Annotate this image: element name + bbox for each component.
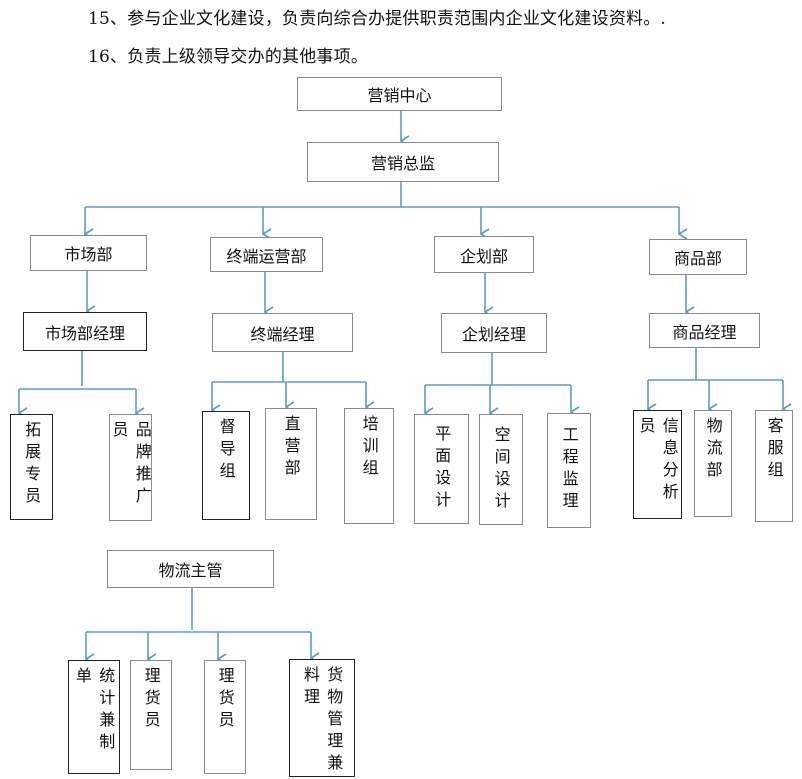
manager-box-terminal: 终端经理 [212,313,353,352]
director-label: 营销总监 [370,154,435,173]
staff-label: 培训组 [359,415,379,481]
logistics-staff-label: 理货员 [215,667,235,733]
staff-label: 平面设计 [432,425,452,513]
staff-box: 信息分析员 [633,410,682,519]
logistics-manager-label: 物流主管 [158,561,223,580]
dept-label: 市场部 [64,245,113,264]
paragraph-item-15: 15、参与企业文化建设，负责向综合办提供职责范围内企业文化建设资料。. [88,9,667,29]
manager-label: 商品经理 [672,322,737,342]
manager-box-market: 市场部经理 [23,312,147,351]
dept-box-market: 市场部 [30,235,147,271]
logistics-manager-box: 物流主管 [107,550,274,588]
staff-label: 直营部 [281,415,301,481]
logistics-staff-box: 理货员 [130,660,172,770]
staff-box: 督导组 [202,411,250,520]
center-box: 营销中心 [297,77,502,111]
dept-label: 商品部 [673,249,722,268]
staff-label: 物流部 [703,417,723,483]
manager-label: 市场部经理 [44,323,125,343]
dept-label: 企划部 [459,246,508,266]
logistics-staff-label: 货物管理兼料理 [301,666,344,776]
staff-label: 工程监理 [559,426,579,514]
logistics-staff-box: 统计兼制单 [68,660,120,774]
staff-box: 平面设计 [414,414,469,524]
staff-box: 直营部 [265,408,317,520]
staff-box: 拓展专员 [10,414,53,520]
manager-box-goods: 商品经理 [649,313,760,348]
staff-box: 工程监理 [547,413,591,528]
manager-label: 企划经理 [461,325,526,344]
manager-box-planning: 企划经理 [441,313,547,353]
staff-label: 空间设计 [491,425,511,514]
staff-label: 拓展专员 [22,421,42,509]
staff-label: 品牌推广员 [109,421,152,509]
manager-label: 终端经理 [250,324,315,344]
dept-label: 终端运营部 [226,246,307,266]
logistics-staff-box: 货物管理兼料理 [289,659,355,777]
staff-box: 客服组 [755,410,793,522]
logistics-staff-label: 统计兼制单 [73,667,116,755]
staff-label: 客服组 [764,417,784,483]
dept-box-planning: 企划部 [434,236,534,273]
paragraph-item-16: 16、负责上级领导交办的其他事项。 [88,47,369,67]
staff-label: 信息分析员 [636,417,679,505]
dept-box-terminal: 终端运营部 [210,237,323,272]
center-label: 营销中心 [367,86,432,105]
staff-box: 品牌推广员 [109,414,152,521]
dept-box-goods: 商品部 [649,239,747,275]
logistics-staff-box: 理货员 [204,660,246,774]
logistics-staff-label: 理货员 [141,667,161,733]
director-box: 营销总监 [307,142,499,182]
staff-box: 空间设计 [479,414,523,525]
staff-box: 培训组 [344,408,394,524]
staff-label: 督导组 [216,418,236,484]
staff-box: 物流部 [694,410,732,517]
